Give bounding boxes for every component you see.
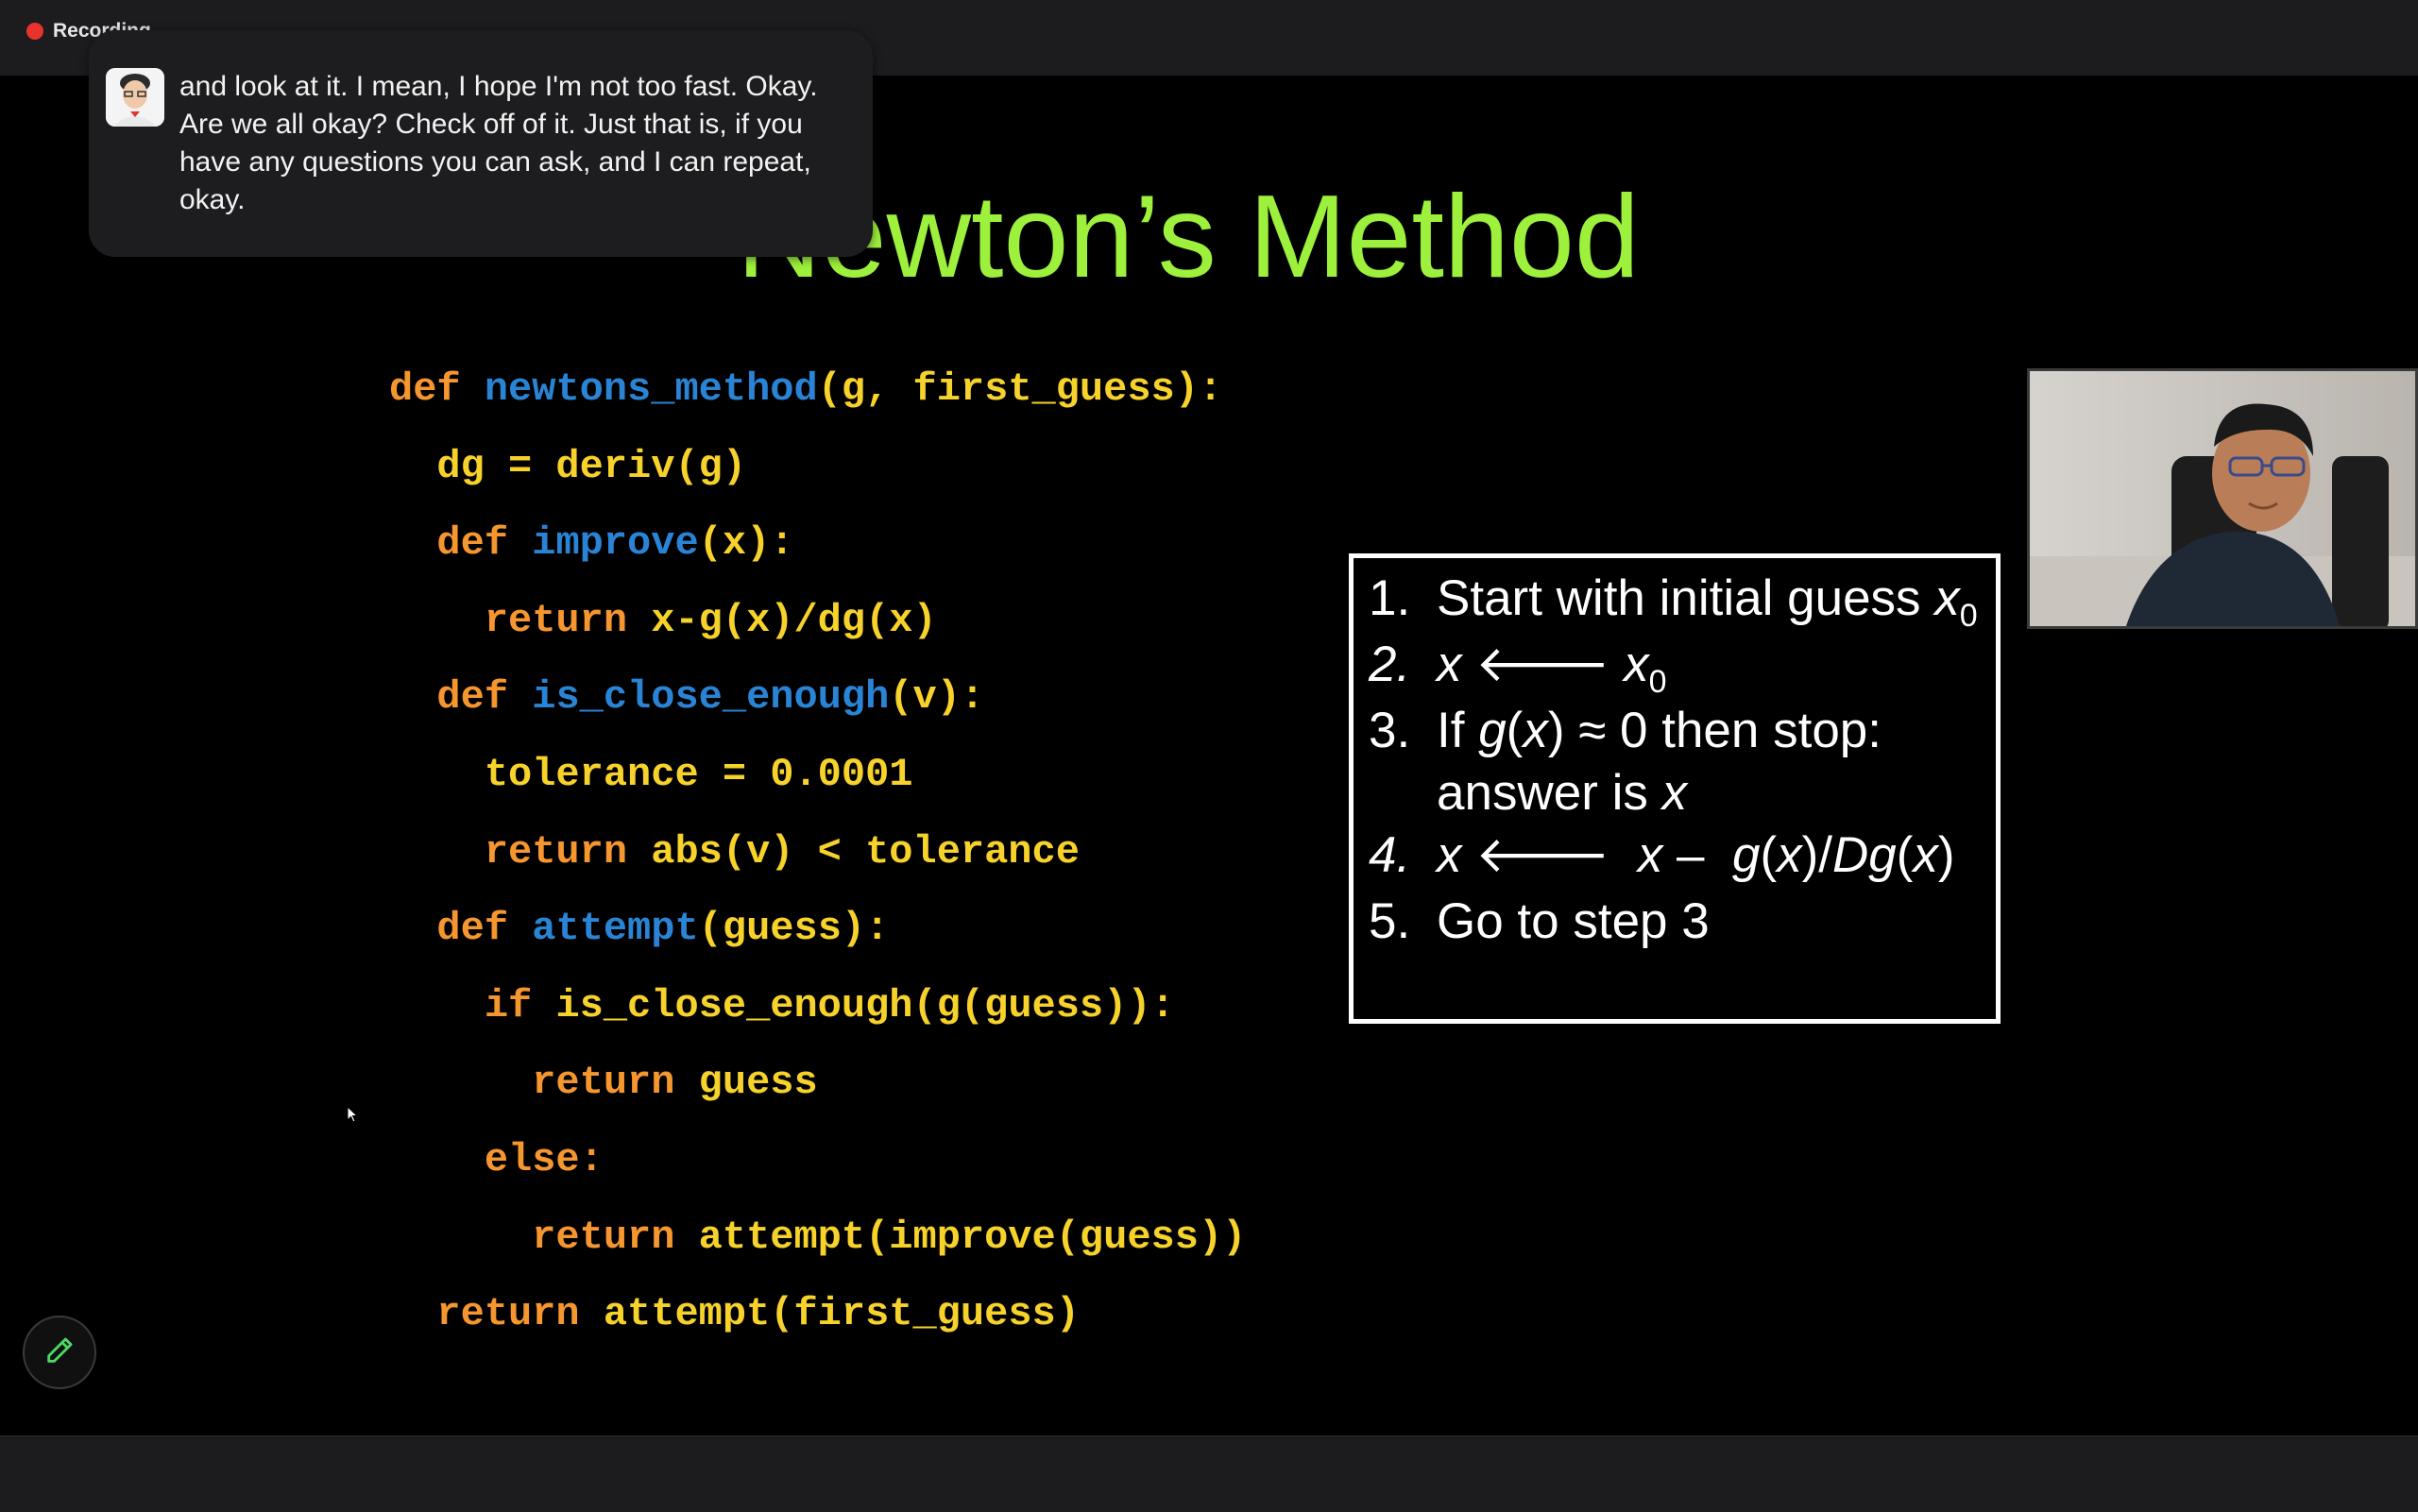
code-line: if is_close_enough(g(guess)): — [389, 968, 1246, 1045]
step-text: Start with initial guess x0 — [1437, 570, 1978, 634]
code-token: return — [389, 1214, 699, 1260]
code-token: tolerance = 0.0001 — [389, 751, 913, 797]
code-line: return attempt(improve(guess)) — [389, 1199, 1246, 1277]
code-token: newtons_method — [484, 366, 818, 412]
code-token: return — [389, 828, 652, 875]
step-number: 5. — [1369, 893, 1411, 949]
code-token: def — [389, 906, 533, 952]
code-token: (guess): — [698, 906, 890, 952]
step-text: x 🡐 x – g(x)/Dg(x) — [1437, 827, 1955, 883]
code-line: def newtons_method(g, first_guess): — [389, 351, 1246, 429]
annotate-button[interactable] — [23, 1316, 96, 1389]
code-token: attempt(first_guess) — [603, 1291, 1080, 1337]
code-token: return — [389, 597, 652, 643]
algorithm-step: 1. Start with initial guess x0 — [1369, 568, 1981, 634]
code-token: attempt(improve(guess)) — [698, 1214, 1247, 1260]
code-token: (g, first_guess): — [817, 366, 1223, 412]
code-token: improve — [532, 520, 699, 567]
step-number: 2. — [1369, 637, 1411, 692]
code-line: tolerance = 0.0001 — [389, 737, 1246, 814]
code-line: def is_close_enough(v): — [389, 659, 1246, 737]
algorithm-step: 5. Go to step 3 — [1369, 891, 1981, 957]
shared-screen — [0, 76, 2418, 1436]
code-line: return x-g(x)/dg(x) — [389, 583, 1246, 660]
step-number: 3. — [1369, 703, 1411, 758]
speaker-avatar — [106, 68, 164, 127]
step-number: 1. — [1369, 570, 1411, 626]
code-token: is_close_enough — [532, 674, 890, 721]
step-text: Go to step 3 — [1437, 893, 1710, 949]
code-line: return abs(v) < tolerance — [389, 814, 1246, 892]
algorithm-steps-box: 1. Start with initial guess x0 2. x 🡐 x0 3. I… — [1349, 553, 2001, 1024]
code-token: dg = deriv(g) — [389, 443, 747, 489]
participant-video-thumbnail[interactable] — [2027, 368, 2418, 629]
code-line: dg = deriv(g) — [389, 429, 1246, 506]
code-token: else: — [389, 1136, 604, 1182]
code-line: def improve(x): — [389, 505, 1246, 583]
code-token: x-g(x)/dg(x) — [651, 597, 937, 643]
code-token: guess — [698, 1060, 818, 1106]
code-token: return — [389, 1291, 604, 1337]
step-text: x 🡐 x0 — [1437, 637, 1667, 700]
algorithm-step: 3. If g(x) ≈ 0 then stop:answer is x — [1369, 700, 1981, 824]
caption-text: and look at it. I mean, I hope I'm not t… — [179, 71, 818, 215]
code-token: attempt — [532, 906, 699, 952]
code-token: def — [389, 366, 485, 412]
step-text: If g(x) ≈ 0 then stop:answer is x — [1437, 703, 1882, 821]
code-token: def — [389, 520, 533, 567]
code-token: (x): — [698, 520, 794, 567]
code-line: else: — [389, 1122, 1246, 1199]
code-token: def — [389, 674, 533, 721]
code-token: (v): — [889, 674, 985, 721]
code-block: def newtons_method(g, first_guess): dg =… — [389, 351, 1246, 1353]
code-line: return guess — [389, 1045, 1246, 1122]
code-line: return attempt(first_guess) — [389, 1276, 1246, 1353]
code-token: return — [389, 1060, 699, 1106]
mouse-cursor — [347, 1105, 360, 1130]
bottom-toolbar — [0, 1436, 2418, 1512]
algorithm-step: 2. x 🡐 x0 — [1369, 634, 1981, 700]
code-token: if — [389, 982, 556, 1028]
step-number: 4. — [1369, 827, 1411, 883]
code-line: def attempt(guess): — [389, 891, 1246, 968]
live-caption-popup: and look at it. I mean, I hope I'm not t… — [89, 30, 873, 257]
code-token: is_close_enough(g(guess)): — [555, 982, 1175, 1028]
algorithm-step: 4. x 🡐 x – g(x)/Dg(x) — [1369, 824, 1981, 891]
code-token: abs(v) < tolerance — [651, 828, 1080, 875]
slide-title: Newton’s Method — [737, 172, 1640, 302]
pencil-icon — [43, 1334, 76, 1371]
record-dot-icon — [26, 23, 43, 40]
